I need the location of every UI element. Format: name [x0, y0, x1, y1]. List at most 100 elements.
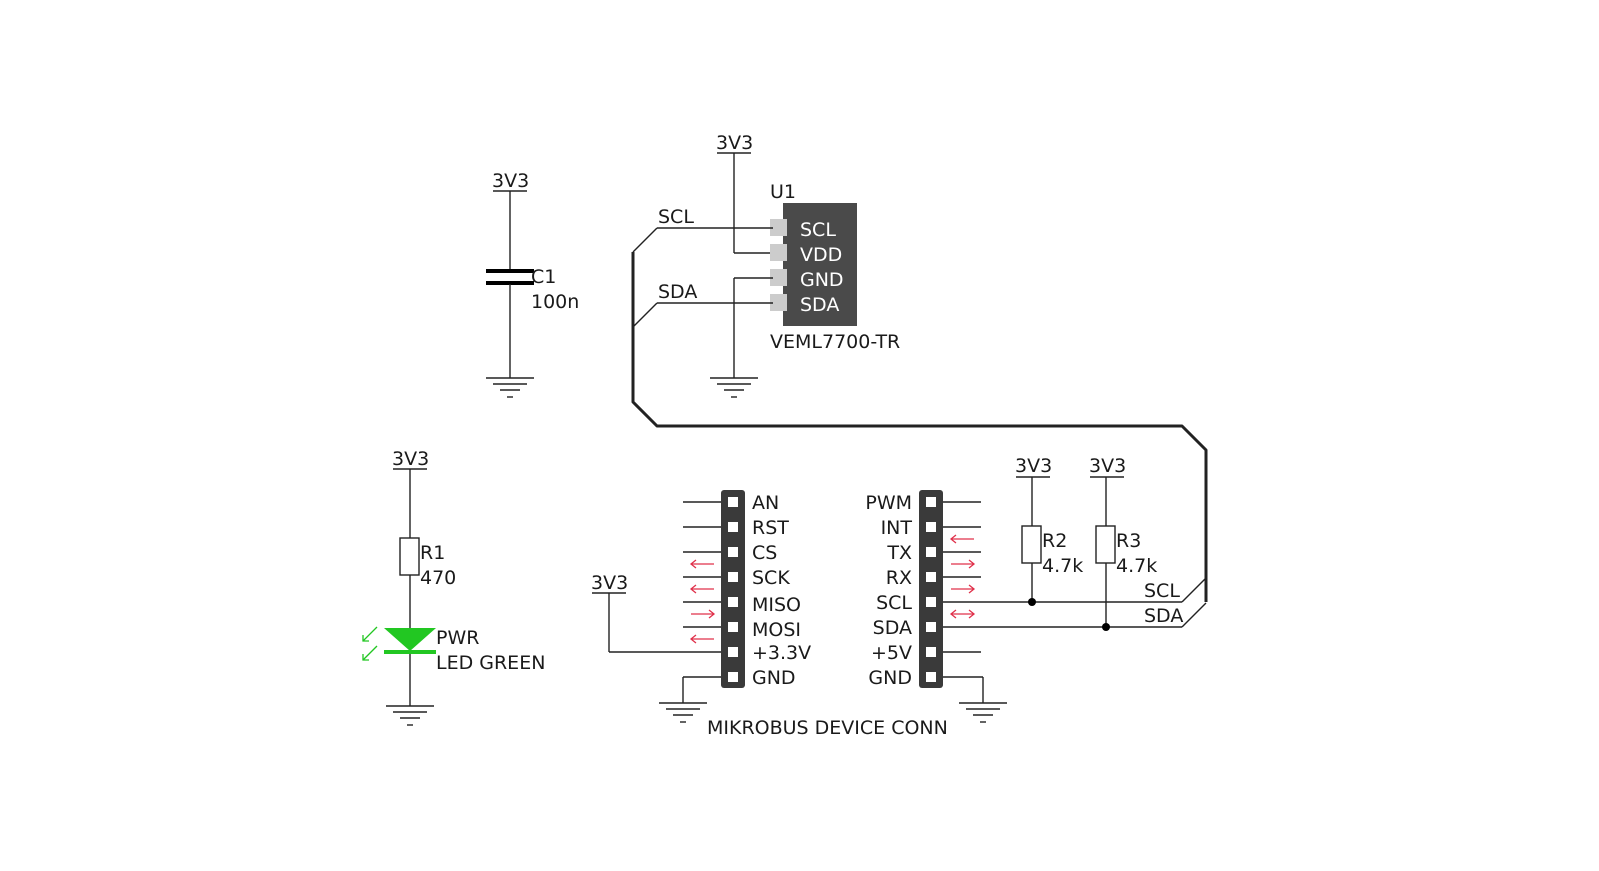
- right-pin-stubs: [943, 501, 981, 653]
- right-pin-label: TX: [886, 542, 912, 564]
- u1-pin-pad-2: [770, 244, 787, 261]
- right-header-pin: [926, 522, 936, 532]
- r3-body: [1095, 525, 1116, 564]
- right-header-pin: [926, 597, 936, 607]
- left-pin-label: MOSI: [752, 619, 801, 641]
- c1-value-label: 100n: [531, 291, 579, 313]
- r2-junction-dot: [1028, 598, 1036, 606]
- right-header-pin: [926, 572, 936, 582]
- right-header-pin: [926, 672, 936, 682]
- left-header: [721, 490, 745, 688]
- r3-junction-dot: [1102, 623, 1110, 631]
- r3-value-label: 4.7k: [1116, 555, 1157, 577]
- left-header-body: [721, 490, 745, 688]
- right-header: [919, 490, 943, 688]
- u1-scl-net-label: SCL: [658, 206, 694, 228]
- led-circuit-block: 3V3 R1 470 PWR LED GREEN: [362, 448, 545, 726]
- right-header-pin: [926, 622, 936, 632]
- conn-scl-bus-entry: [1181, 577, 1207, 603]
- sensor-u1-block: 3V3 U1 SCL VDD GND SDA VEML7700-TR SCL S…: [632, 132, 900, 398]
- mikrobus-connector-block: AN RST CS SCK MISO MOSI +3.3V GND 3V3: [591, 490, 1207, 739]
- right-pin-label: RX: [886, 567, 912, 589]
- r1-body: [399, 537, 420, 576]
- right-pin-label: SDA: [873, 617, 912, 639]
- left-pin-label: +3.3V: [752, 642, 811, 664]
- left-pin-label: MISO: [752, 594, 801, 616]
- conn-sda-net-label: SDA: [1144, 605, 1183, 627]
- right-pin-label: +5V: [871, 642, 912, 664]
- right-header-pin: [926, 547, 936, 557]
- left-header-pin: [728, 647, 738, 657]
- rx-output-arrow-icon: [951, 559, 976, 569]
- u1-supply-label: 3V3: [716, 132, 753, 154]
- sda-bidirectional-arrow-icon: [949, 609, 976, 619]
- left-pin-label: SCK: [752, 567, 790, 589]
- sck-output-arrow-icon: [689, 584, 714, 594]
- right-pin-label: GND: [868, 667, 912, 689]
- left-header-pin: [728, 622, 738, 632]
- u1-scl-bus-entry: [632, 227, 658, 253]
- u1-sda-bus-entry: [632, 302, 658, 328]
- scl-output-arrow-icon: [951, 584, 976, 594]
- led-supply-label: 3V3: [392, 448, 429, 470]
- r2-ref-label: R2: [1042, 530, 1067, 552]
- r1-value-label: 470: [420, 567, 456, 589]
- left-pin-label: CS: [752, 542, 777, 564]
- u1-sda-net-label: SDA: [658, 281, 697, 303]
- u1-ref-label: U1: [770, 181, 796, 203]
- c1-ref-label: C1: [531, 266, 556, 288]
- connector-title: MIKROBUS DEVICE CONN: [707, 717, 948, 739]
- u1-pin-label: SDA: [800, 294, 839, 316]
- mosi-output-arrow-icon: [689, 634, 714, 644]
- right-header-pin: [926, 647, 936, 657]
- led-ref-label: PWR: [436, 627, 479, 649]
- r2-body: [1021, 525, 1042, 564]
- left-pin-label: RST: [752, 517, 789, 539]
- u1-pin-pad-1: [770, 219, 787, 236]
- left-header-pin: [728, 572, 738, 582]
- c1-ground-symbol: [486, 377, 534, 398]
- r2-value-label: 4.7k: [1042, 555, 1083, 577]
- left-pin-label: GND: [752, 667, 796, 689]
- left-header-pin: [728, 547, 738, 557]
- left-header-pin: [728, 522, 738, 532]
- right-pin-label: PWM: [865, 492, 912, 514]
- cs-output-arrow-icon: [689, 559, 714, 569]
- left-header-pin: [728, 497, 738, 507]
- left-pin-stubs: [683, 501, 721, 628]
- left-pin-label: AN: [752, 492, 779, 514]
- u1-pin-label: SCL: [800, 219, 836, 241]
- tx-input-arrow-icon: [949, 534, 974, 544]
- led-ground-symbol: [386, 705, 434, 726]
- left-header-pin: [728, 672, 738, 682]
- conn-supply-label: 3V3: [591, 572, 628, 594]
- u1-pin-pad-3: [770, 269, 787, 286]
- pullup-r3-block: 3V3 R3 4.7k: [1089, 455, 1157, 631]
- right-header-pin: [926, 497, 936, 507]
- u1-part-label: VEML7700-TR: [770, 331, 900, 353]
- right-pin-label: SCL: [876, 592, 912, 614]
- capacitor-c1-block: 3V3 C1 100n: [486, 170, 579, 398]
- c1-supply-label: 3V3: [492, 170, 529, 192]
- r3-ref-label: R3: [1116, 530, 1141, 552]
- left-header-pin: [728, 597, 738, 607]
- conn-sda-bus-entry: [1181, 602, 1207, 628]
- left-ground-symbol: [659, 702, 707, 723]
- led-value-label: LED GREEN: [436, 652, 545, 674]
- right-ground-symbol: [959, 702, 1007, 723]
- miso-input-arrow-icon: [691, 609, 716, 619]
- r2-supply-label: 3V3: [1015, 455, 1052, 477]
- u1-ground-symbol: [710, 377, 758, 398]
- conn-scl-net-label: SCL: [1144, 580, 1180, 602]
- led-light-emission-icon: [362, 626, 378, 661]
- r3-supply-label: 3V3: [1089, 455, 1126, 477]
- pullup-r2-block: 3V3 R2 4.7k: [1015, 455, 1083, 606]
- r1-ref-label: R1: [420, 542, 445, 564]
- right-pin-label: INT: [881, 517, 913, 539]
- led-triangle: [384, 628, 436, 651]
- u1-pin-label: VDD: [800, 244, 842, 266]
- u1-pin-label: GND: [800, 269, 844, 291]
- right-header-body: [919, 490, 943, 688]
- u1-chip-body: [783, 203, 857, 326]
